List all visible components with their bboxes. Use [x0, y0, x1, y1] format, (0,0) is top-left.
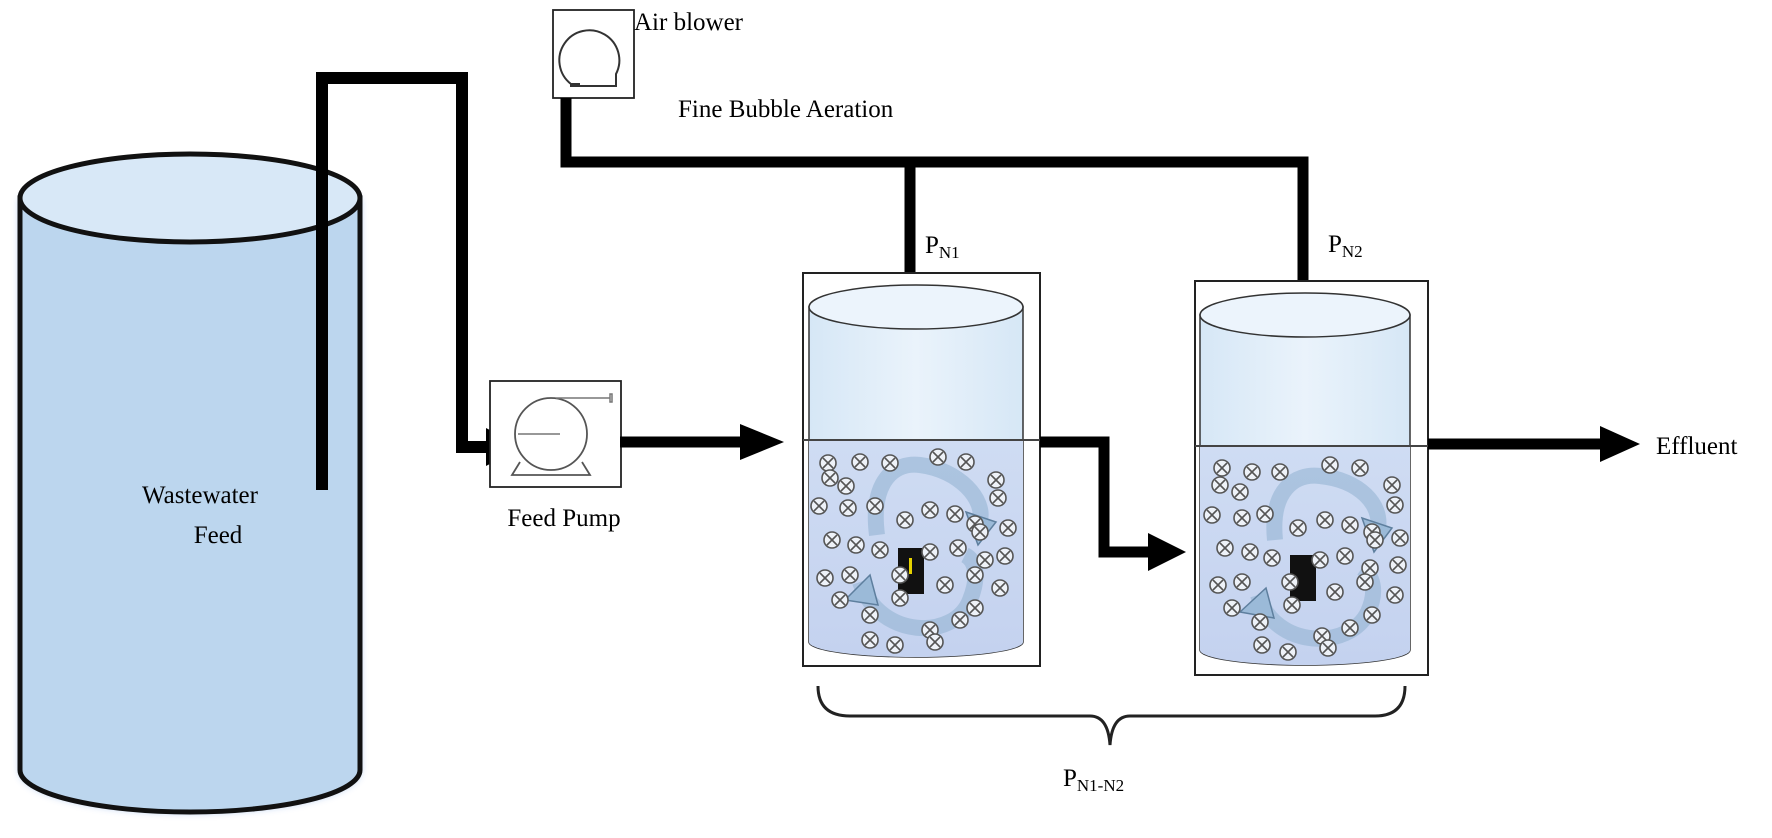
- feed-pipe: [316, 72, 500, 490]
- bubble-icon: [957, 453, 975, 471]
- bubble-icon: [1243, 463, 1261, 481]
- bubble-icon: [1231, 483, 1249, 501]
- wastewater-feed-label-line2: Feed: [194, 522, 243, 549]
- bubble-icon: [851, 453, 869, 471]
- bubble-icon: [1263, 549, 1281, 567]
- bubble-icon: [946, 505, 964, 523]
- blower-icon: [552, 9, 635, 99]
- bubble-icon: [821, 469, 839, 487]
- bubble-icon: [1363, 606, 1381, 624]
- bubble-icon: [823, 531, 841, 549]
- bubble-icon: [1386, 586, 1404, 604]
- bubble-icon: [1233, 573, 1251, 591]
- bubble-icon: [1271, 463, 1289, 481]
- bubble-icon: [1341, 619, 1359, 637]
- pump-icon: [489, 380, 622, 488]
- bubble-icon: [1251, 613, 1269, 631]
- bubble-icon: [891, 566, 909, 584]
- bubble-icon: [1209, 576, 1227, 594]
- bubble-icon: [987, 471, 1005, 489]
- bubble-icon: [1351, 459, 1369, 477]
- bubble-icon: [936, 576, 954, 594]
- bubble-icon: [1233, 509, 1251, 527]
- fine-bubble-aeration-label: Fine Bubble Aeration: [678, 96, 894, 123]
- bubble-icon: [1213, 459, 1231, 477]
- bubble-icon: [816, 569, 834, 587]
- bubble-icon: [966, 599, 984, 617]
- bubble-icon: [929, 448, 947, 466]
- bubble-icon: [1279, 643, 1297, 661]
- pn1-label: PN1: [925, 232, 960, 262]
- bubble-icon: [886, 636, 904, 654]
- bubble-icon: [881, 454, 899, 472]
- transfer-pipe: [1040, 436, 1160, 558]
- bubble-icon: [999, 519, 1017, 537]
- effluent-arrowhead: [1600, 426, 1640, 462]
- bubble-icon: [926, 633, 944, 651]
- bubble-icon: [810, 497, 828, 515]
- bubble-icon: [1311, 551, 1329, 569]
- bubble-icon: [1326, 583, 1344, 601]
- bubble-icon: [847, 536, 865, 554]
- bubble-icon: [1256, 505, 1274, 523]
- bubble-icon: [971, 523, 989, 541]
- transfer-pipe-arrowhead: [1148, 533, 1186, 571]
- bubble-icon: [1223, 599, 1241, 617]
- reactor-brace: [816, 685, 1407, 746]
- bubble-icon: [1241, 543, 1259, 561]
- bubble-icon: [1319, 639, 1337, 657]
- wastewater-feed-tank: [17, 151, 363, 815]
- bubble-icon: [921, 501, 939, 519]
- bubble-icon: [1386, 496, 1404, 514]
- bubble-icon: [1383, 476, 1401, 494]
- feed-pump-label: Feed Pump: [507, 505, 620, 532]
- pump-outlet-arrowhead: [740, 424, 784, 460]
- bubble-icon: [1281, 573, 1299, 591]
- bubble-icon: [841, 566, 859, 584]
- bubble-icon: [1321, 456, 1339, 474]
- bubble-icon: [996, 547, 1014, 565]
- pn2-label: PN2: [1328, 231, 1363, 261]
- bubble-icon: [1389, 556, 1407, 574]
- bubble-icon: [949, 539, 967, 557]
- bubble-icon: [837, 477, 855, 495]
- bubble-icon: [989, 489, 1007, 507]
- bubble-icon: [896, 511, 914, 529]
- bubble-icon: [831, 591, 849, 609]
- bubble-icon: [866, 497, 884, 515]
- bubble-icon: [951, 611, 969, 629]
- bubble-icon: [976, 551, 994, 569]
- bubble-icon: [839, 499, 857, 517]
- bubble-icon: [1216, 539, 1234, 557]
- effluent-label: Effluent: [1656, 433, 1738, 460]
- bubble-icon: [991, 579, 1009, 597]
- wastewater-feed-label-line1: Wastewater: [142, 482, 259, 509]
- bubble-icon: [861, 606, 879, 624]
- bubble-icon: [1253, 636, 1271, 654]
- air-blower-label: Air blower: [634, 9, 744, 36]
- bubble-icon: [819, 454, 837, 472]
- bubble-icon: [1203, 506, 1221, 524]
- bubble-icon: [871, 541, 889, 559]
- bubble-icon: [1336, 547, 1354, 565]
- bubble-icon: [966, 566, 984, 584]
- bubble-icon: [861, 631, 879, 649]
- bubble-icon: [1316, 511, 1334, 529]
- bubble-icon: [1366, 531, 1384, 549]
- bubble-icon: [1356, 573, 1374, 591]
- bubble-icon: [1289, 519, 1307, 537]
- pn1-n2-label: PN1-N2: [1063, 765, 1124, 795]
- bubble-icon: [921, 543, 939, 561]
- bubble-icon: [1211, 476, 1229, 494]
- bubble-icon: [1341, 516, 1359, 534]
- bubble-icon: [1391, 529, 1409, 547]
- bubble-icon: [891, 589, 909, 607]
- bubble-icon: [1283, 596, 1301, 614]
